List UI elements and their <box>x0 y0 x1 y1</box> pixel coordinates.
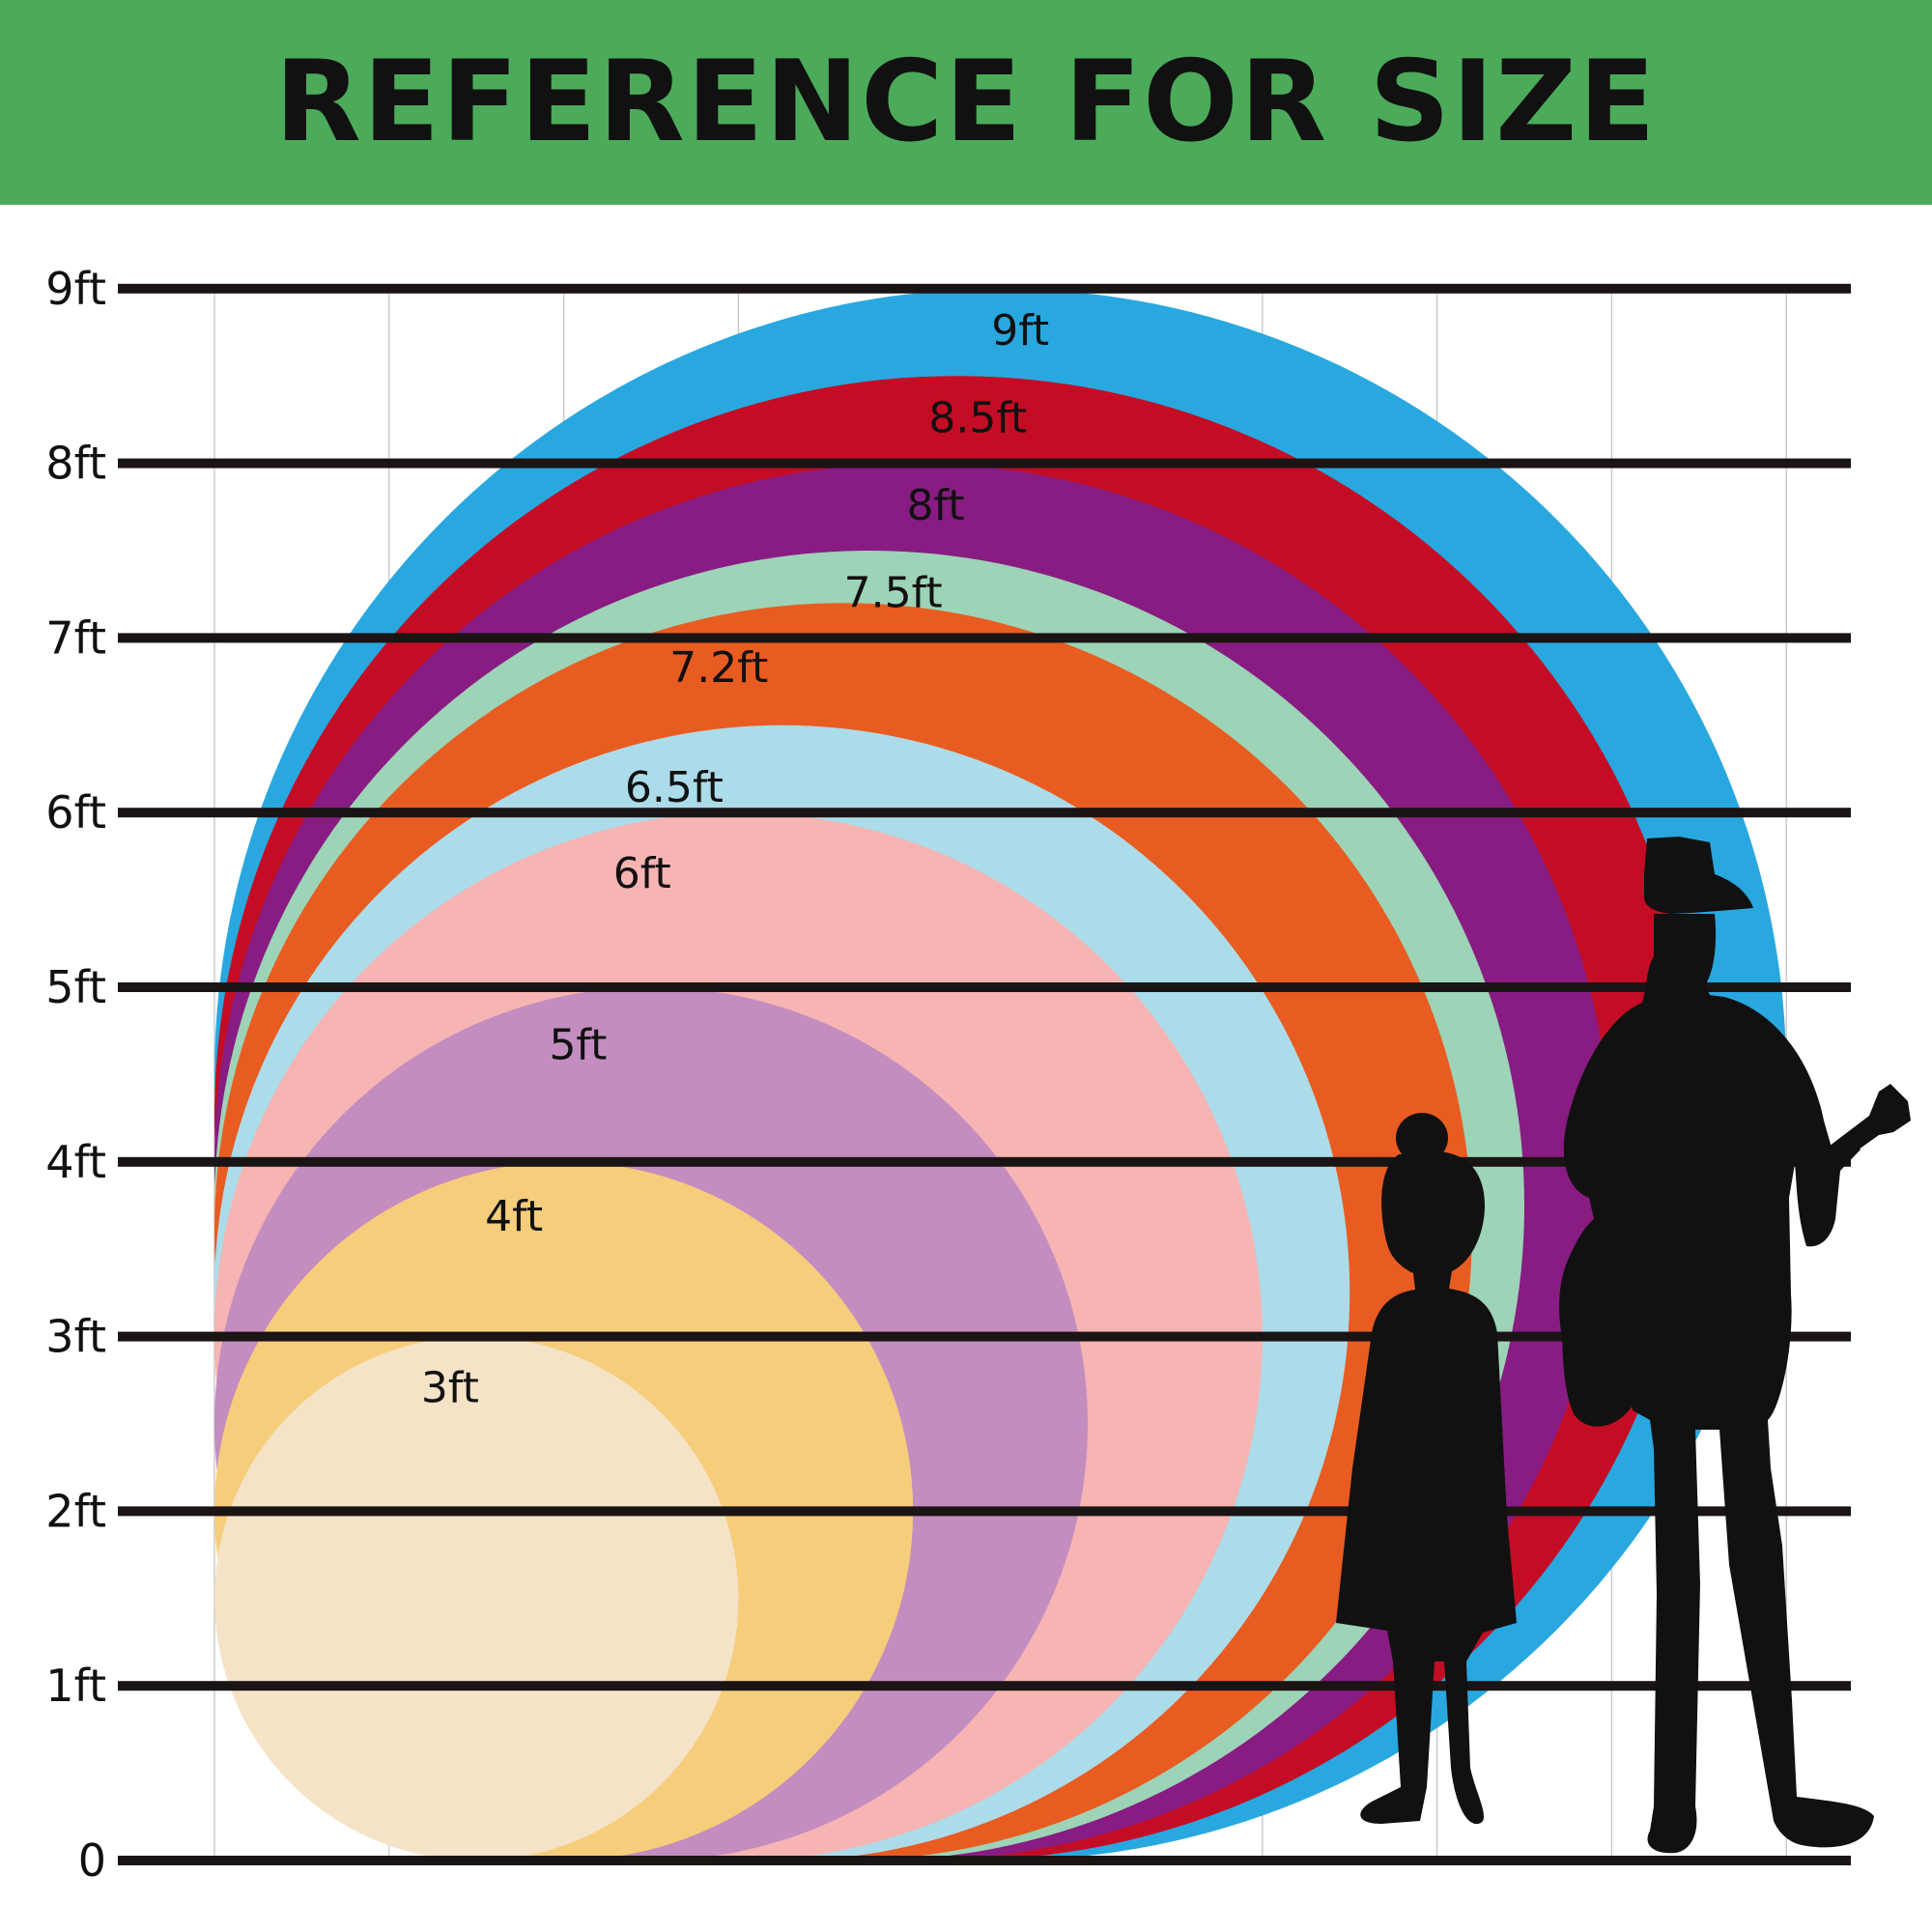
y-tick-label: 2ft <box>45 1485 106 1537</box>
y-tick-label: 0 <box>78 1834 106 1887</box>
circle-label: 9ft <box>991 306 1049 355</box>
gridline-1ft <box>118 1681 1851 1691</box>
circle-label: 7.5ft <box>844 568 943 617</box>
y-tick-label: 8ft <box>45 438 106 490</box>
circle-3ft <box>214 1336 739 1861</box>
gridline-3ft <box>118 1331 1851 1342</box>
gridline-5ft <box>118 982 1851 992</box>
y-tick-label: 4ft <box>45 1136 106 1188</box>
gridline-2ft <box>118 1506 1851 1517</box>
gridline-7ft <box>118 633 1851 643</box>
gridline-6ft <box>118 808 1851 818</box>
circle-label: 8.5ft <box>928 394 1027 443</box>
y-tick-label: 1ft <box>45 1660 106 1712</box>
circle-label: 7.2ft <box>669 643 768 693</box>
y-tick-label: 3ft <box>45 1311 106 1363</box>
size-circles <box>213 288 1787 1861</box>
circle-label: 4ft <box>485 1192 543 1241</box>
page-title: REFERENCE FOR SIZE <box>274 36 1658 167</box>
circle-label: 3ft <box>421 1363 479 1412</box>
y-tick-label: 9ft <box>45 263 106 315</box>
child-silhouette-icon <box>1336 1113 1517 1825</box>
circle-label: 8ft <box>907 481 965 530</box>
gridline-8ft <box>118 458 1851 469</box>
y-axis-labels: 0 1ft 2ft 3ft 4ft 5ft 6ft 7ft 8ft 9ft <box>45 263 106 1887</box>
y-tick-label: 7ft <box>45 611 106 664</box>
title-banner: REFERENCE FOR SIZE <box>0 0 1932 205</box>
man-guitar-silhouette-icon <box>1559 837 1911 1854</box>
y-tick-label: 5ft <box>45 961 106 1013</box>
circle-label: 6ft <box>613 849 671 898</box>
circle-label: 6.5ft <box>625 763 724 812</box>
gridline-0 <box>118 1856 1851 1865</box>
y-tick-label: 6ft <box>45 786 106 838</box>
circle-label: 5ft <box>549 1020 607 1069</box>
horizontal-gridlines <box>118 283 1851 1865</box>
gridline-4ft <box>118 1156 1851 1167</box>
circle-labels: 9ft 8.5ft 8ft 7.5ft 7.2ft 6.5ft 6ft 5ft 4ft 3ft <box>421 306 1049 1412</box>
gridline-9ft <box>118 283 1851 294</box>
